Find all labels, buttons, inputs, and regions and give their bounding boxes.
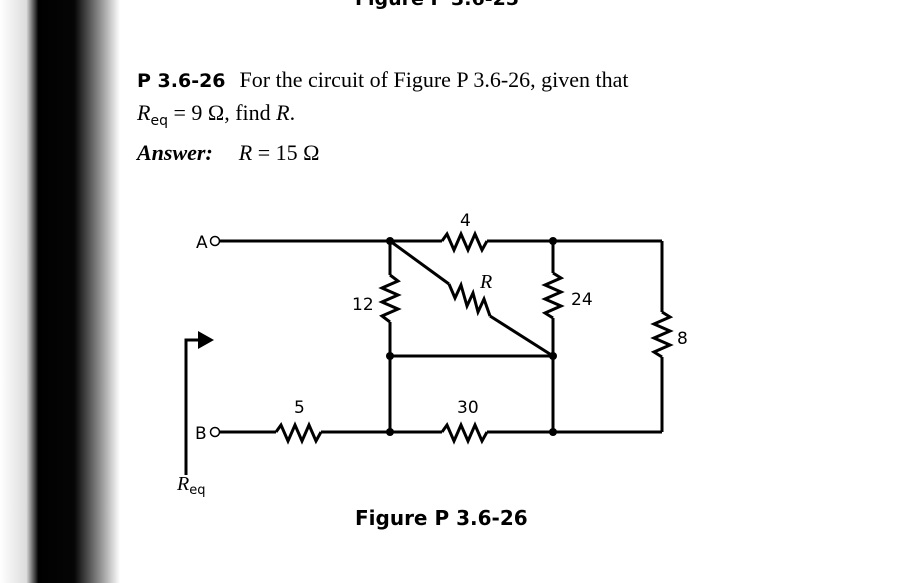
figure-caption: Figure P 3.6-26 [355,506,528,530]
problem-text-line1: For the circuit of Figure P 3.6-26, give… [239,67,629,92]
resistor-12-label: 12 [352,295,374,315]
req-arrow-line [184,338,200,475]
resistor-8 [650,310,674,359]
resistor-4-label: 4 [460,211,471,231]
answer-line: Answer: R = 15 Ω [137,137,629,168]
previous-figure-caption: Figure P 3.6-25 [355,0,519,10]
resistor-4 [440,230,489,254]
node-bottom-right [549,428,557,436]
wire-r-upper [389,239,450,286]
req-arrow-head [198,331,214,349]
answer-symbol: R [238,140,253,165]
problem-text-line2: = 9 Ω, find [167,100,277,125]
node-top-right [549,237,557,245]
resistor-r [447,280,492,317]
resistor-12 [378,273,402,324]
period: . [289,100,296,125]
resistor-24 [541,271,565,320]
node-mid-right [549,352,557,360]
req-subscript: eq [150,113,168,129]
terminal-a-label: A [196,233,208,253]
book-binding-shadow [0,0,120,583]
problem-statement: P 3.6-26 For the circuit of Figure P 3.6-… [137,64,629,168]
node-mid-left [386,352,394,360]
problem-line-2: Req = 9 Ω, find R. [137,97,629,137]
resistor-24-label: 24 [571,290,593,310]
resistor-r-label: R [479,271,492,293]
terminal-a-circle [209,235,221,247]
problem-line-1: P 3.6-26 For the circuit of Figure P 3.6-… [137,64,629,97]
req-symbol: R [137,100,151,125]
req-label-symbol: R [176,473,189,495]
resistor-30 [440,421,489,445]
answer-value: = 15 Ω [252,140,320,165]
req-label-subscript: eq [189,483,205,498]
node-top-left [386,237,394,245]
node-bottom-left [386,428,394,436]
resistor-8-label: 8 [677,329,688,349]
problem-number: P 3.6-26 [137,70,226,92]
terminal-b-circle [209,426,221,438]
terminal-b-label: B [195,424,207,444]
resistor-30-label: 30 [457,398,479,418]
unknown-symbol: R [276,100,290,125]
resistor-5 [274,421,323,445]
wire-r-lower [489,314,554,358]
answer-label: Answer: [137,140,213,165]
req-label: Req [176,473,205,498]
resistor-5-label: 5 [294,398,305,418]
